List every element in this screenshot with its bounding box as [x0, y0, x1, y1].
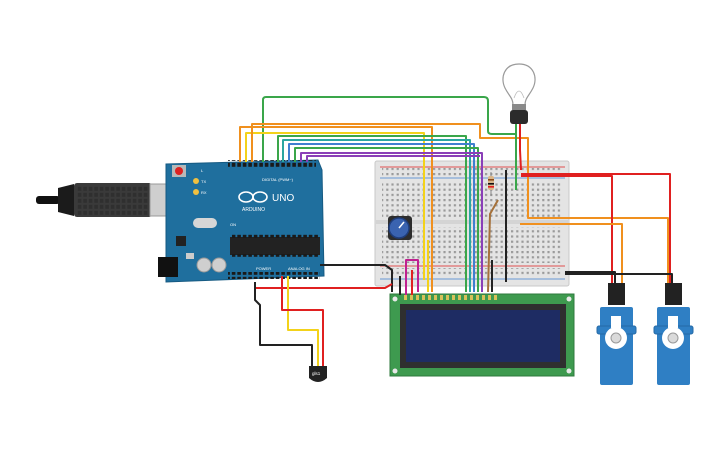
wire	[262, 96, 517, 190]
wire	[320, 264, 393, 292]
wire	[282, 139, 471, 292]
wire	[245, 132, 425, 280]
wire	[521, 173, 671, 283]
wire	[521, 175, 613, 283]
lcd-pin	[494, 295, 497, 300]
wire	[254, 282, 313, 366]
wire	[306, 155, 480, 162]
lcd-pin	[434, 295, 437, 300]
arduino-logo	[238, 191, 268, 203]
wire	[300, 152, 483, 292]
usb-cable-icon	[36, 183, 173, 217]
potentiometer-icon[interactable]	[388, 216, 412, 240]
servo-motor-icon[interactable]	[653, 283, 694, 385]
wire	[281, 276, 324, 366]
temperature-sensor-icon: gls1	[309, 366, 327, 382]
lcd-pin	[488, 295, 491, 300]
lcd-pin	[458, 295, 461, 300]
lcd-pin	[422, 295, 425, 300]
lcd-pin	[446, 295, 449, 300]
lcd-16x2-display	[389, 293, 575, 377]
lcd-pin	[470, 295, 473, 300]
l-led-label: L	[201, 168, 204, 173]
lcd-pin	[410, 295, 413, 300]
resistor	[488, 172, 494, 196]
arduino-uno-board: ARDUINO UNO DIGITAL (PWM~) POWER ANALOG …	[158, 159, 325, 283]
tx-label: TX	[201, 179, 206, 184]
wire	[239, 126, 433, 190]
wire	[294, 147, 479, 292]
lcd-pin	[464, 295, 467, 300]
wires	[239, 96, 673, 366]
wire	[487, 199, 499, 293]
wire	[251, 123, 669, 283]
servo-motor-icon[interactable]	[596, 283, 637, 385]
wire	[519, 124, 522, 171]
rx-label: RX	[201, 190, 207, 195]
analog-in-label: ANALOG IN	[288, 266, 310, 271]
lcd-pin	[476, 295, 479, 300]
wire	[405, 259, 419, 295]
light-bulb-icon[interactable]	[502, 63, 536, 124]
wire	[287, 276, 319, 366]
lcd-pin	[428, 295, 431, 300]
lcd-pin	[440, 295, 443, 300]
wire	[565, 271, 616, 283]
wire	[254, 282, 393, 289]
sensor-label: gls1	[312, 371, 321, 376]
power-label: POWER	[256, 266, 271, 271]
lcd-pin	[416, 295, 419, 300]
wire	[565, 273, 673, 283]
wire	[277, 135, 467, 292]
wire	[520, 223, 623, 283]
arduino-brand-label: ARDUINO	[242, 207, 265, 213]
digital-pwm-label: DIGITAL (PWM~)	[262, 177, 294, 182]
lcd-pin	[452, 295, 455, 300]
wire	[288, 143, 475, 292]
on-led-label: ON	[230, 222, 236, 227]
lcd-pin	[404, 295, 407, 300]
lcd-pin	[482, 295, 485, 300]
arduino-model-label: UNO	[272, 193, 294, 204]
